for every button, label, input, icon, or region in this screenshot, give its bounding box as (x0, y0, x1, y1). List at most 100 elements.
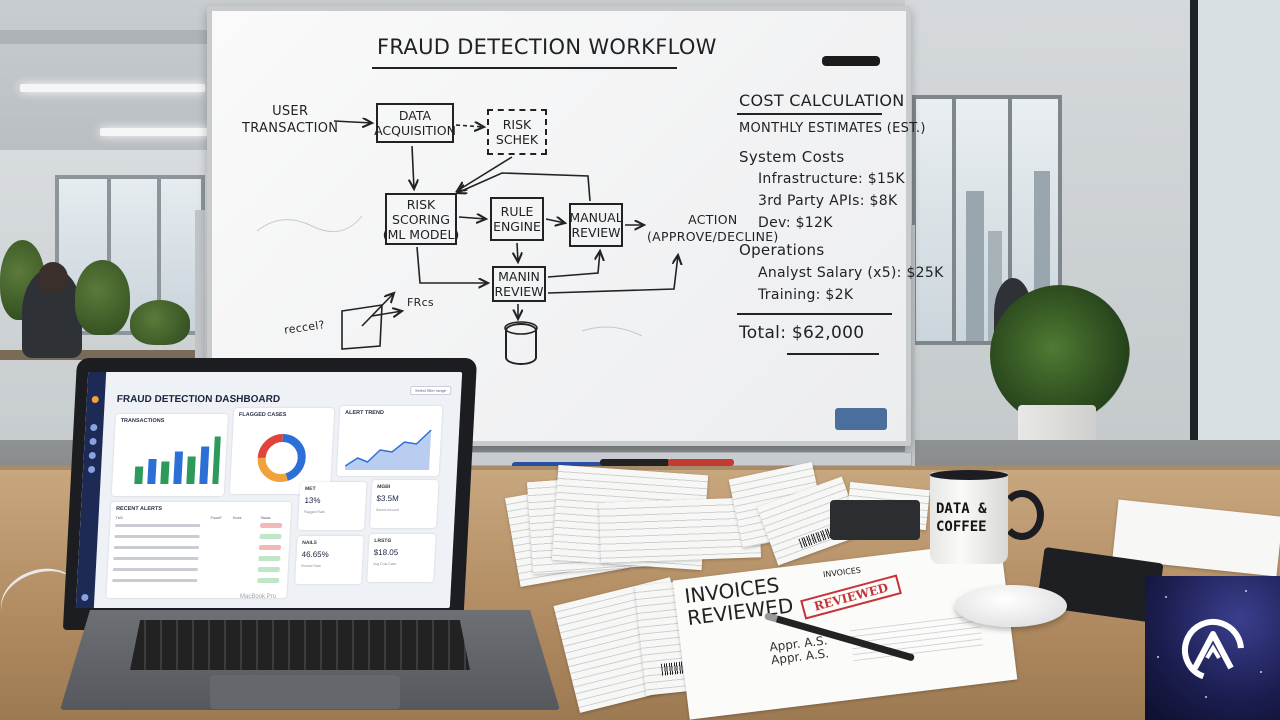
transactions-bar (186, 456, 196, 484)
node-action: ACTION (APPROVE/DECLINE) (647, 212, 779, 244)
node-user-transaction: USER TRANSACTION (242, 104, 339, 136)
kpi-value: $18.05 (373, 548, 399, 557)
transactions-bar (147, 459, 157, 484)
plant (75, 260, 130, 335)
filter-dropdown[interactable]: Select filter range (409, 386, 452, 395)
coworker-head (38, 262, 68, 294)
table-row[interactable] (113, 546, 200, 549)
card-title: FLAGGED CASES (238, 412, 287, 418)
mug-text: DATA & COFFEE (936, 501, 987, 535)
cost-title: COST CALCULATION (739, 91, 905, 110)
transactions-bar (199, 446, 210, 484)
transactions-bar (212, 436, 222, 484)
nav-alerts-icon[interactable] (88, 452, 96, 459)
laptop-screen[interactable]: FRAUD DETECTION DASHBOARD Select filter … (75, 372, 463, 608)
transactions-bar (134, 466, 144, 484)
whiteboard-stand (195, 210, 205, 470)
kpi-label: LRSTG (374, 538, 392, 544)
laptop-brand: MacBook Pro (240, 594, 277, 600)
table-row[interactable] (115, 524, 201, 527)
laptop-keyboard[interactable] (130, 620, 470, 670)
cost-infrastructure: Infrastructure: $15K (758, 171, 905, 187)
cost-apis: 3rd Party APIs: $8K (758, 193, 898, 209)
approval-signature: Appr. A.S. Appr. A.S. (768, 633, 830, 668)
node-manual-review: MANUAL REVIEW (569, 203, 623, 247)
node-manin-review: MANIN REVIEW (492, 266, 546, 302)
status-badge (258, 556, 281, 561)
ceiling-light (100, 128, 210, 136)
ceiling-light (20, 84, 205, 92)
kpi-card: NAIL5 46.65% Review Rate (295, 536, 364, 584)
cost-subtitle: MONTHLY ESTIMATES (EST.) (739, 121, 926, 136)
kpi-sub: Saved Amount (375, 508, 399, 512)
recent-alerts-card: RECENT ALERTS TxID Fraud? Score Status (106, 502, 292, 598)
marker-icon[interactable] (822, 56, 880, 66)
marker-icon[interactable] (668, 459, 734, 466)
alert-trend-chart (344, 429, 432, 470)
desk-edge (0, 466, 1280, 472)
kpi-sub: Flagged Rate (303, 510, 325, 514)
card-title: RECENT ALERTS (115, 506, 163, 512)
dashboard-title: FRAUD DETECTION DASHBOARD (116, 394, 281, 405)
table-row[interactable] (112, 579, 198, 582)
mug-rim (930, 470, 1008, 480)
total-divider (737, 313, 892, 315)
cost-training: Training: $2K (758, 287, 854, 303)
table-row[interactable] (112, 568, 198, 571)
marker-icon[interactable] (600, 459, 670, 466)
table-row[interactable] (113, 557, 199, 560)
card-title: ALERT TREND (344, 410, 385, 416)
status-badge (259, 534, 282, 539)
app-logo-icon (91, 396, 99, 403)
far-desk (0, 350, 200, 360)
watermark-logo (1145, 576, 1280, 720)
flagged-cases-card: FLAGGED CASES (229, 408, 335, 494)
mug-handle (1000, 490, 1044, 540)
kpi-label: NAIL5 (302, 540, 317, 546)
operations-heading: Operations (739, 241, 825, 259)
kpi-label: MGBI (377, 484, 391, 490)
table-row[interactable] (114, 535, 200, 538)
alerts-header-status: Status (260, 516, 271, 520)
workflow-arrows (256, 11, 906, 350)
status-badge (257, 578, 280, 583)
nav-settings-icon[interactable] (87, 466, 96, 473)
node-risk-check: RISK SCHEK (487, 109, 547, 155)
kpi-value: $3.5M (376, 494, 400, 503)
donut-slice (257, 434, 306, 482)
transactions-bar (173, 451, 184, 484)
plant (130, 300, 190, 345)
nav-dashboard-icon[interactable] (90, 424, 98, 431)
alerts-header-fraud: Fraud? (210, 516, 222, 520)
status-badge (260, 523, 283, 528)
kpi-value: 46.65% (301, 550, 329, 559)
flagged-donut-chart (257, 434, 306, 482)
transactions-card: TRANSACTIONS (111, 414, 228, 496)
plant (990, 285, 1130, 425)
kpi-card: LRSTG $18.05 Avg Cost Case (367, 534, 436, 582)
whiteboard: FRAUD DETECTION WORKFLOW USER TRANSACTIO… (207, 6, 943, 446)
scribble-note: FRcs (407, 296, 434, 309)
mouse[interactable] (955, 585, 1067, 627)
donut-slice (257, 434, 306, 482)
cost-title-underline (737, 113, 882, 115)
alerts-header-score: Score (232, 516, 242, 520)
node-rule-engine: RULE ENGINE (490, 197, 544, 241)
system-costs-heading: System Costs (739, 148, 845, 166)
logo-mark-icon (1182, 619, 1244, 681)
nav-list-icon[interactable] (89, 438, 97, 445)
kpi-value: 13% (304, 496, 321, 505)
glass-door (1190, 0, 1280, 470)
card-title: TRANSACTIONS (120, 418, 165, 424)
total-underline (787, 353, 879, 355)
kpi-card: MET 13% Flagged Rate (297, 482, 367, 530)
eraser[interactable] (835, 408, 887, 430)
nav-help-icon[interactable] (81, 594, 89, 601)
notebook (830, 500, 920, 540)
status-badge (258, 545, 282, 550)
marker-icon[interactable] (512, 462, 602, 469)
laptop-trackpad[interactable] (210, 675, 400, 709)
invoice-small-label: INVOICES (822, 565, 862, 580)
whiteboard-title: FRAUD DETECTION WORKFLOW (377, 35, 717, 59)
status-badge (257, 567, 280, 572)
